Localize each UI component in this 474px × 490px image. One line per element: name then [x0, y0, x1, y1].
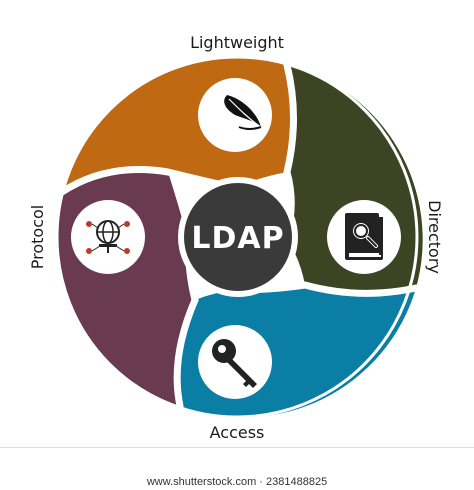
key-icon: [212, 339, 257, 388]
label-access: Access: [209, 423, 265, 442]
stock-footer-bar: [0, 447, 474, 490]
label-directory: Directory: [425, 200, 444, 274]
network-globe-icon: [86, 220, 130, 254]
book-search-icon: [345, 213, 383, 260]
stock-footer-text: www.shutterstock.com · 2381488825: [146, 476, 328, 488]
icon-disc-protocol: [71, 200, 145, 274]
center-label: LDAP: [191, 220, 285, 256]
label-protocol: Protocol: [28, 204, 47, 270]
label-lightweight: Lightweight: [190, 33, 284, 52]
feather-icon: [224, 95, 262, 130]
